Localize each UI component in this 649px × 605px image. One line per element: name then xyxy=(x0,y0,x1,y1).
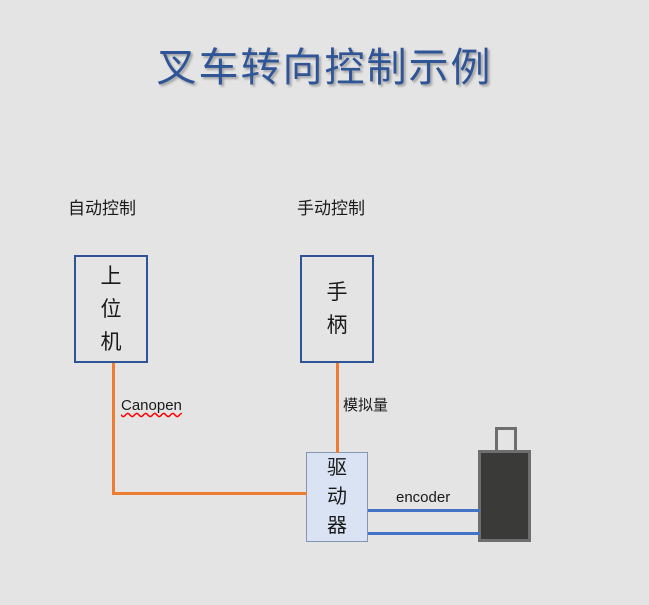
node-host-computer-label: 上位机 xyxy=(100,264,122,354)
connector-label-analog: 模拟量 xyxy=(343,397,389,414)
connector-label-canopen: Canopen xyxy=(121,397,182,414)
page-title: 叉车转向控制示例 xyxy=(156,46,493,90)
caption-automatic-control: 自动控制 xyxy=(68,199,136,218)
node-driver[interactable]: 驱动器 xyxy=(306,452,368,542)
node-host-computer[interactable]: 上位机 xyxy=(74,255,148,363)
connector-canopen-horizontal xyxy=(112,492,307,495)
connector-encoder-top xyxy=(368,509,480,512)
motor-shaft-icon xyxy=(495,427,517,453)
connector-canopen-vertical xyxy=(112,363,115,495)
caption-manual-control: 手动控制 xyxy=(297,199,365,218)
node-driver-label: 驱动器 xyxy=(327,456,347,537)
connector-analog-vertical xyxy=(336,363,339,453)
node-joystick-handle[interactable]: 手柄 xyxy=(300,255,374,363)
connector-encoder-bottom xyxy=(368,532,480,535)
node-motor[interactable] xyxy=(478,450,531,542)
node-joystick-handle-label: 手柄 xyxy=(326,281,348,337)
connector-label-encoder: encoder xyxy=(396,489,451,506)
